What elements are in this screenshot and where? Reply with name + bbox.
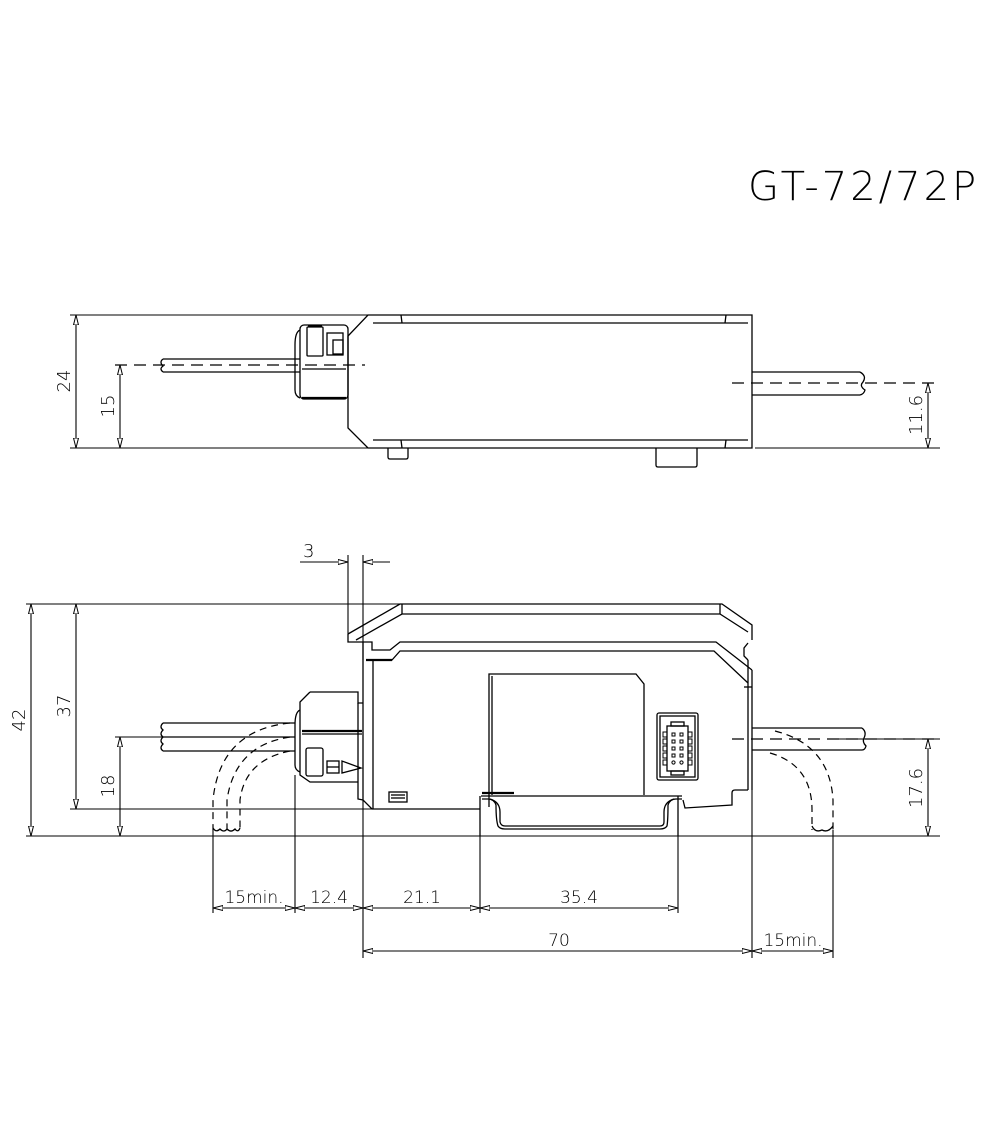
- dim-label-24: 24: [54, 370, 75, 393]
- dim-label-21-1: 21.1: [403, 888, 441, 908]
- dim-label-3: 3: [303, 541, 314, 562]
- dim-label-11-6: 11.6: [906, 395, 927, 435]
- connector-block-side: [294, 691, 364, 801]
- top-view: 24 15 11.6: [54, 314, 940, 468]
- dim-label-15min-right: 15min.: [763, 931, 822, 951]
- dim-label-15min-left: 15min.: [224, 888, 283, 908]
- led-indicator: [388, 791, 408, 803]
- sensor-body-top: [347, 314, 753, 449]
- side-view: 3 42 37 18 17.6 15min. 12.4 21.1 35.4 70…: [9, 541, 940, 958]
- drawing-title: GT-72/72P: [748, 164, 979, 210]
- dim-label-70: 70: [548, 931, 570, 951]
- dim-label-15: 15: [98, 395, 119, 418]
- display-window: [488, 673, 645, 807]
- dim-label-37: 37: [54, 695, 75, 718]
- dim-label-42: 42: [9, 709, 30, 732]
- dim-label-18: 18: [98, 775, 119, 798]
- pin-connector: [656, 712, 699, 781]
- sensor-body-side: [362, 660, 480, 810]
- dim-label-12-4: 12.4: [310, 888, 348, 908]
- dim-label-17-6: 17.6: [906, 768, 927, 808]
- dim-label-35-4: 35.4: [560, 888, 598, 908]
